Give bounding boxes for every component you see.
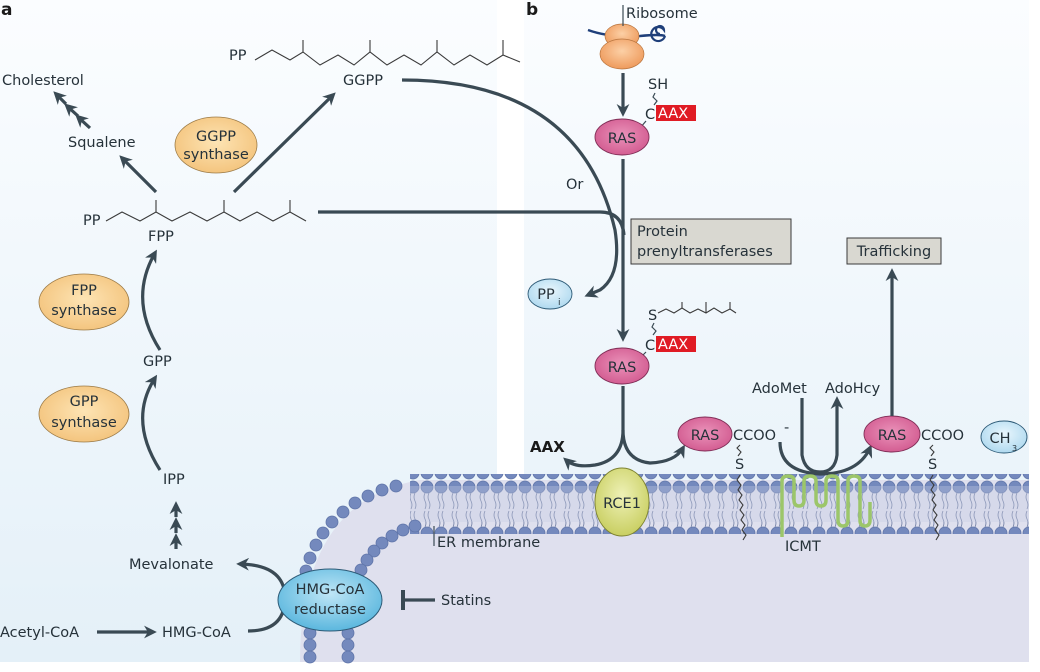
svg-text:RAS: RAS [608,360,637,376]
arrow-ggpp-to-prenyltransferase [401,78,619,298]
svg-text:synthase: synthase [183,147,249,163]
ras-protein-2: RAS [594,347,650,385]
panel-label-a: a [1,0,12,20]
ribosome-label: Ribosome [626,6,698,22]
ggpp-isoprenoid-chain [254,49,521,66]
svg-text:RAS: RAS [878,428,907,444]
svg-text:prenyltransferases: prenyltransferases [637,244,773,260]
hmg-coa-reductase-enzyme: HMG-CoA reductase [277,568,383,632]
arrow-gpp-to-fpp [141,249,162,351]
sh-label: SH [648,77,668,93]
arrow-methylation [778,441,873,476]
adohcy-label: AdoHcy [825,381,881,397]
s-linker-3 [736,444,742,457]
icmt-enzyme [780,474,872,537]
svg-text:RCE1: RCE1 [603,496,641,512]
svg-text:CH: CH [989,431,1010,447]
statins-label: Statins [441,593,491,609]
ggpp-label: GGPP [343,73,383,89]
svg-text:i: i [558,298,561,308]
ggpp-pp-label: PP [229,48,247,64]
trafficking-box: Trafficking [846,237,942,265]
gpp-label: GPP [143,354,172,370]
er-membrane-label: ER membrane [437,535,540,551]
methyl-ester-label: CCOO [921,428,964,444]
caax-box-2 [656,336,696,352]
fpp-isoprenoid-chain [105,211,307,222]
svg-text:synthase: synthase [51,303,117,319]
er-membrane-curve [299,479,422,664]
membrane-core [410,486,1029,522]
cysteine-label: C [645,107,655,123]
statins-inhibition [401,590,435,610]
dashed-arrow-to-cholesterol [53,91,92,130]
ras-protein-4: RAS [863,415,921,453]
thioether-s-label: S [648,308,657,324]
prenyl-anchor-3 [736,474,747,541]
arrow-fpp-to-ggpp [232,92,336,194]
mevalonate-label: Mevalonate [129,557,214,573]
svg-text:RAS: RAS [608,131,637,147]
prenyl-anchor-4 [929,474,940,541]
acetyl-coa-label: Acetyl-CoA [0,625,79,641]
s-linker-4 [929,444,935,457]
er-membrane-bilayer [410,474,1029,534]
carboxylate-label: CCOO [733,428,776,444]
caax-box [656,105,696,121]
thioether-s-4: S [928,457,937,473]
arrow-ipp-to-gpp [141,374,162,471]
svg-text:3: 3 [1012,444,1017,453]
aax-released-label: AAX [530,438,565,456]
svg-text:PP: PP [537,287,555,303]
svg-text:Trafficking: Trafficking [856,244,931,260]
cholesterol-label: Cholesterol [2,73,84,89]
ggpp-synthase-enzyme: GGPP synthase [174,116,258,174]
fpp-label: FPP [148,229,174,245]
methyl-group: CH 3 [980,420,1028,454]
thioether-s-3: S [735,457,744,473]
ipp-label: IPP [163,472,185,488]
adomet-label: AdoMet [752,381,807,397]
minus-charge: - [784,420,789,436]
or-label: Or [566,177,583,193]
svg-text:FPP: FPP [71,283,97,299]
rce1-enzyme: RCE1 [594,467,650,537]
icmt-label: ICMT [785,539,821,555]
protein-prenyltransferases-box: Protein prenyltransferases [630,218,792,265]
s-linker [651,322,657,336]
cysteine-label-2: C [645,338,655,354]
svg-text:RAS: RAS [691,428,720,444]
caax-label: AAX [658,106,688,122]
fpp-synthase-enzyme: FPP synthase [38,273,130,331]
arrow-adomet-to-adohcy [800,396,844,474]
svg-text:synthase: synthase [51,415,117,431]
svg-text:reductase: reductase [294,602,366,618]
ras-protein-1: RAS [594,118,650,156]
squalene-label: Squalene [68,135,136,151]
svg-text:GPP: GPP [70,394,99,410]
arrow-rce1-to-aax [563,386,625,471]
arrow-fpp-to-squalene [119,155,158,194]
gpp-synthase-enzyme: GPP synthase [38,385,130,443]
arrow-rce1-to-ras [621,429,685,465]
svg-text:Protein: Protein [637,224,688,240]
caax-label-2: AAX [658,337,688,353]
fpp-pp-label: PP [83,213,101,229]
ras-protein-3: RAS [677,416,733,452]
ribosome [587,23,667,70]
hmg-coa-label: HMG-CoA [162,625,231,641]
ppi-molecule: PP i [527,278,573,310]
sh-linker [652,92,658,106]
svg-text:GGPP: GGPP [196,129,236,145]
prenyl-chain [657,307,737,314]
panel-label-b: b [526,0,538,20]
svg-text:HMG-CoA: HMG-CoA [296,582,365,598]
